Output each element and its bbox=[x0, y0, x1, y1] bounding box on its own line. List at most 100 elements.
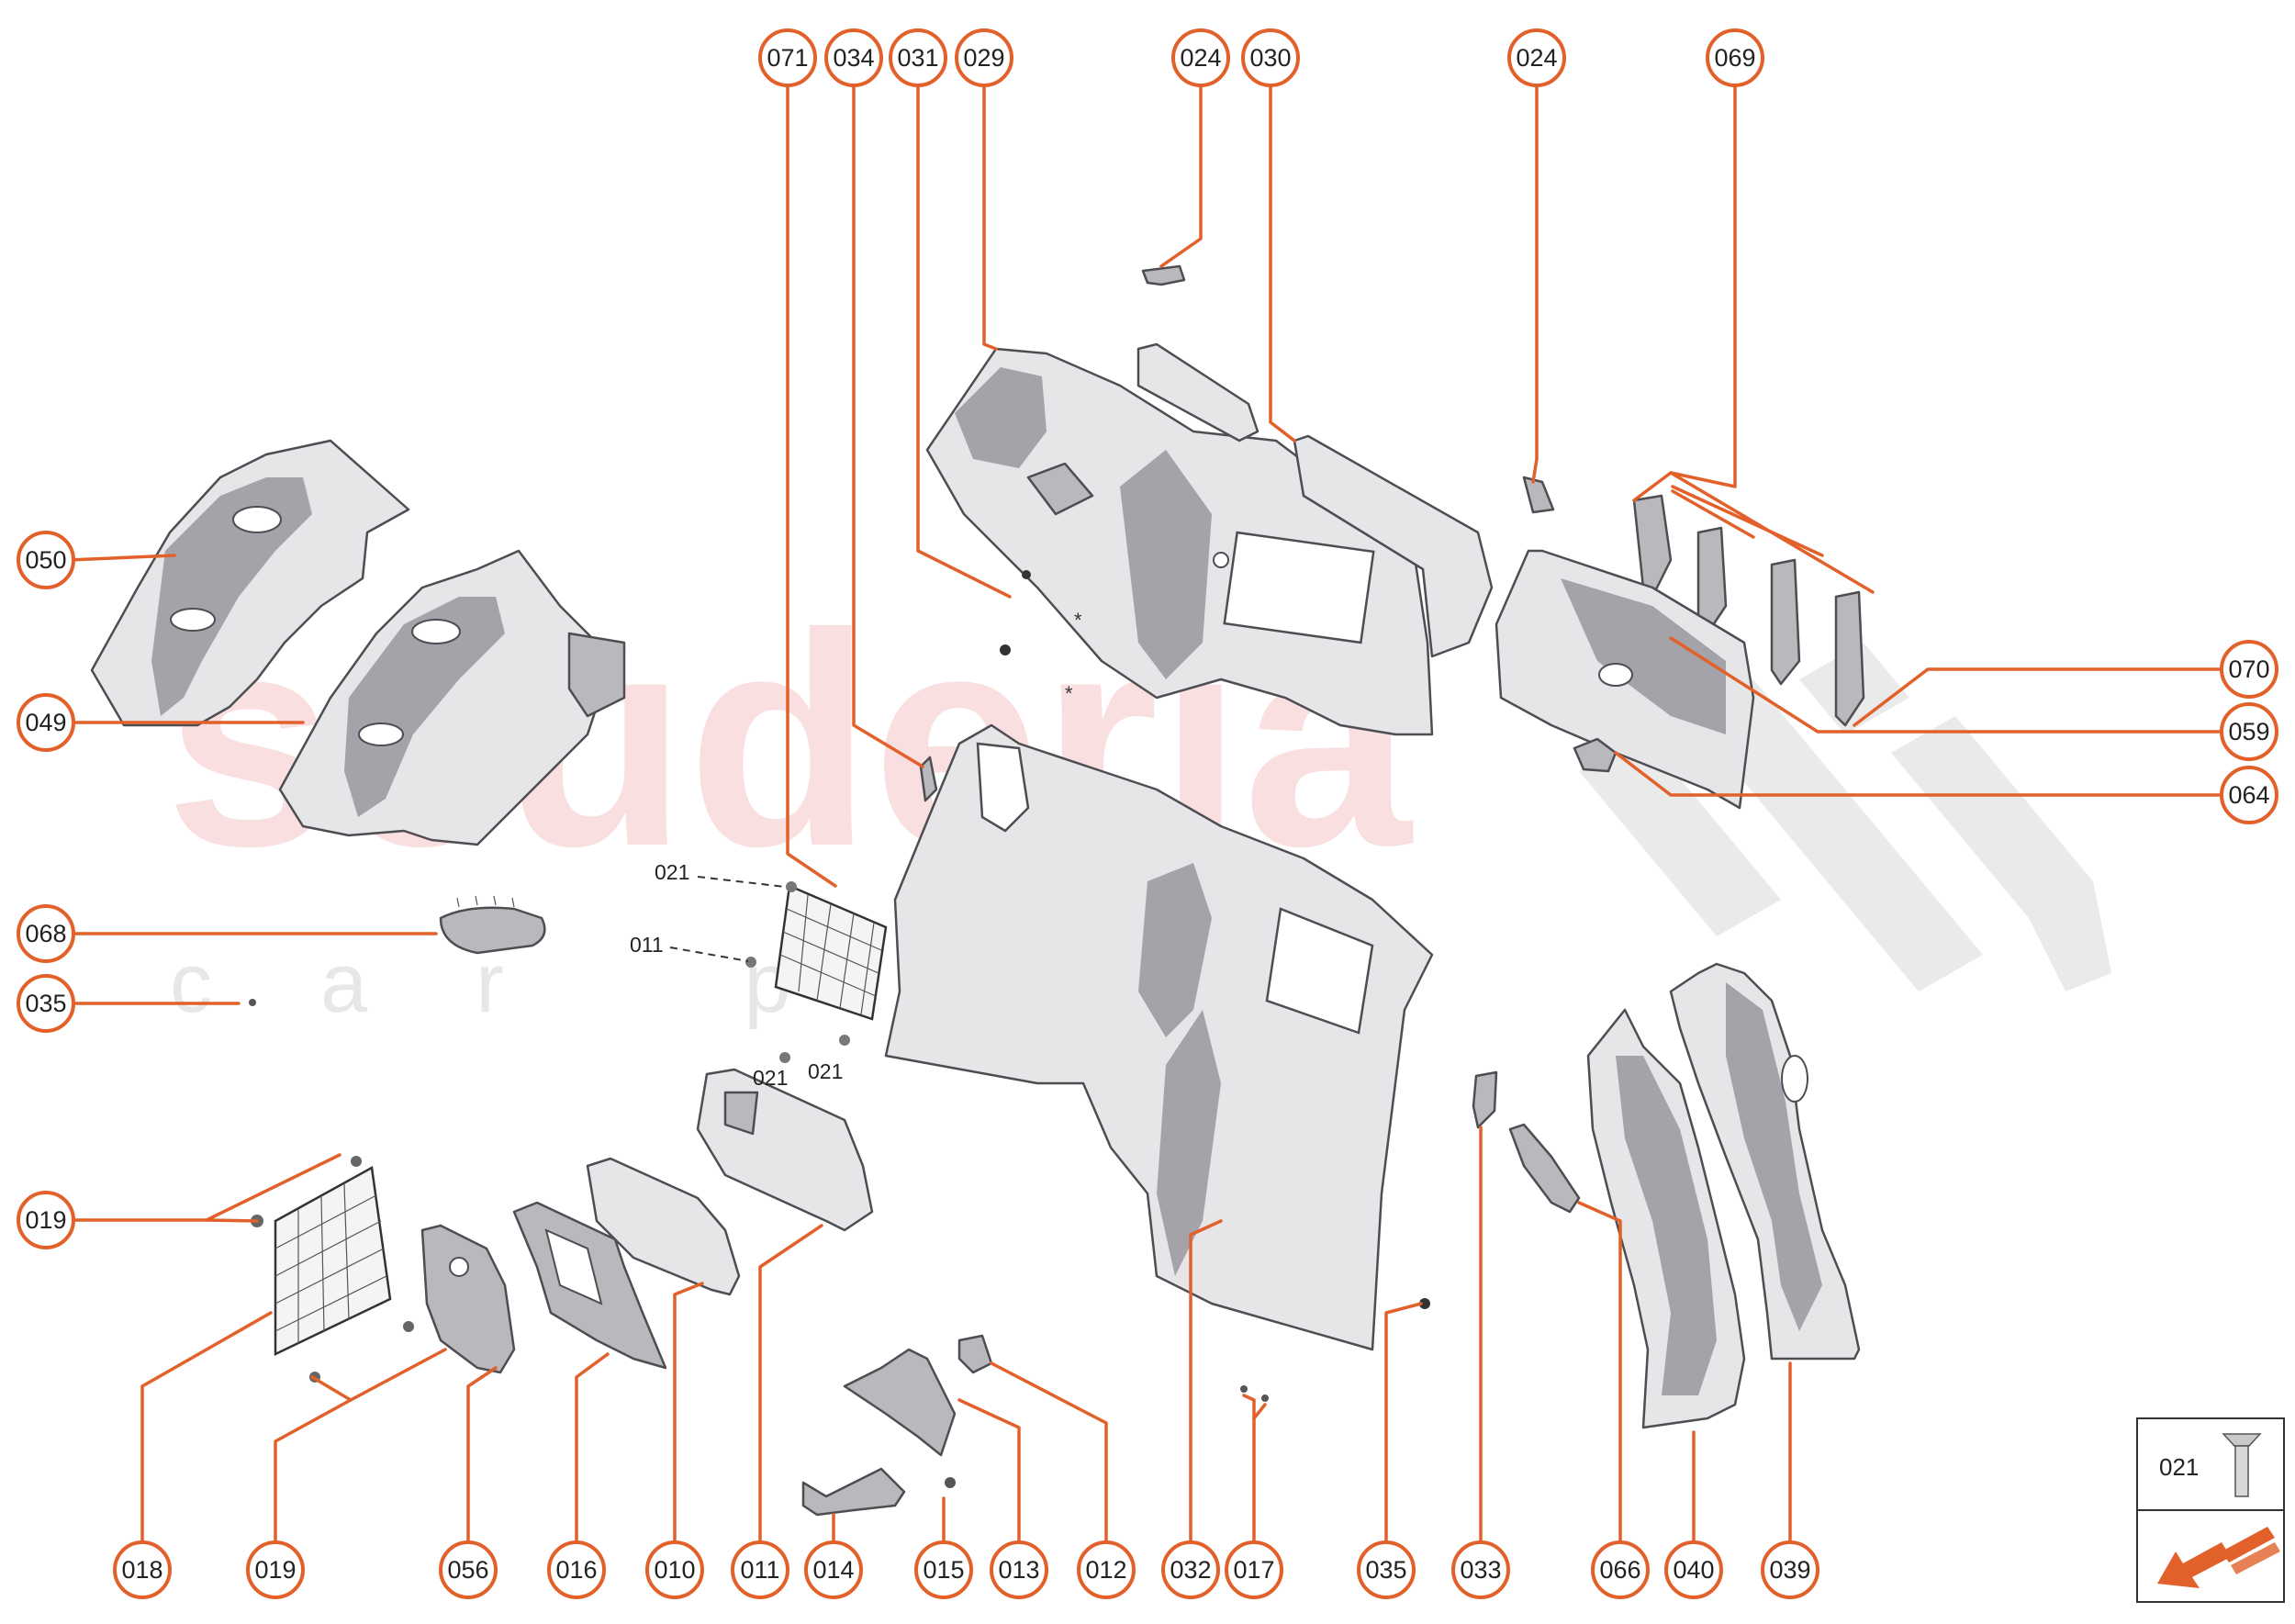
callout-024-b: 024 bbox=[1507, 28, 1566, 87]
part-069-hinge-bracket bbox=[1632, 494, 1865, 727]
checkered-flag-watermark bbox=[1579, 643, 2111, 991]
svg-text:016: 016 bbox=[555, 1556, 597, 1584]
part-029-rear-panel bbox=[925, 347, 1434, 736]
inline-label-011: 011 bbox=[630, 933, 664, 957]
callout-039: 039 bbox=[1761, 1540, 1819, 1599]
part-013-bracket bbox=[843, 1348, 957, 1457]
part-039-side-trim bbox=[1669, 962, 1861, 1361]
leader-lines bbox=[67, 72, 2223, 1572]
svg-text:030: 030 bbox=[1249, 44, 1291, 72]
svg-text:018: 018 bbox=[121, 1556, 162, 1584]
callout-030: 030 bbox=[1241, 28, 1300, 87]
callout-013: 013 bbox=[990, 1540, 1048, 1599]
part-024-clip bbox=[1141, 264, 1555, 514]
callout-035-bottom: 035 bbox=[1357, 1540, 1416, 1599]
callout-049: 049 bbox=[17, 693, 75, 752]
part-019-grommet bbox=[403, 1321, 414, 1332]
svg-text:071: 071 bbox=[767, 44, 808, 72]
svg-text:068: 068 bbox=[25, 920, 66, 947]
part-056-bracket bbox=[420, 1224, 516, 1374]
part-033-bracket bbox=[1472, 1070, 1498, 1129]
part-014-bracket bbox=[801, 1467, 906, 1517]
callout-034: 034 bbox=[824, 28, 883, 87]
callout-035-left: 035 bbox=[17, 974, 75, 1033]
inline-label-021-upper: 021 bbox=[655, 860, 689, 884]
dash-leader bbox=[669, 946, 749, 962]
svg-text:034: 034 bbox=[833, 44, 874, 72]
callout-014: 014 bbox=[804, 1540, 863, 1599]
svg-text:059: 059 bbox=[2228, 718, 2269, 745]
callout-018: 018 bbox=[113, 1540, 172, 1599]
svg-text:010: 010 bbox=[654, 1556, 695, 1584]
inline-label-021-left: 021 bbox=[753, 1066, 788, 1090]
callout-070: 070 bbox=[2220, 640, 2278, 699]
part-066-grille bbox=[1508, 1123, 1581, 1214]
part-035-fastener bbox=[1419, 1298, 1430, 1309]
part-net-upper bbox=[745, 881, 888, 1063]
callout-015: 015 bbox=[914, 1540, 973, 1599]
direction-arrow-icon bbox=[2157, 1527, 2280, 1588]
svg-text:019: 019 bbox=[25, 1206, 66, 1234]
svg-text:011: 011 bbox=[740, 1556, 779, 1584]
svg-text:013: 013 bbox=[998, 1556, 1039, 1584]
callout-019-bottom: 019 bbox=[246, 1540, 305, 1599]
callout-056: 056 bbox=[439, 1540, 498, 1599]
callout-050: 050 bbox=[17, 531, 75, 589]
svg-text:017: 017 bbox=[1233, 1556, 1274, 1584]
svg-text:029: 029 bbox=[963, 44, 1004, 72]
svg-text:019: 019 bbox=[254, 1556, 296, 1584]
callout-033: 033 bbox=[1451, 1540, 1510, 1599]
part-011-cushion bbox=[696, 1068, 874, 1232]
part-030-trim-strip bbox=[1136, 342, 1494, 658]
legend-box: 021 bbox=[2136, 1417, 2285, 1603]
part-016-bracket-frame bbox=[512, 1201, 667, 1370]
svg-text:*: * bbox=[1074, 609, 1082, 632]
callout-071: 071 bbox=[758, 28, 817, 87]
callouts: 071 034 031 029 024 030 024 069 050 049 … bbox=[17, 28, 2278, 1599]
callout-064: 064 bbox=[2220, 766, 2278, 824]
svg-text:015: 015 bbox=[923, 1556, 964, 1584]
callout-068: 068 bbox=[17, 904, 75, 963]
part-019-grommet bbox=[351, 1156, 362, 1167]
svg-text:032: 032 bbox=[1170, 1556, 1211, 1584]
part-064-latch bbox=[1573, 737, 1618, 773]
svg-text:066: 066 bbox=[1599, 1556, 1640, 1584]
svg-text:056: 056 bbox=[447, 1556, 488, 1584]
svg-text:035: 035 bbox=[1365, 1556, 1406, 1584]
callout-017: 017 bbox=[1225, 1540, 1283, 1599]
callout-066: 066 bbox=[1591, 1540, 1650, 1599]
svg-text:039: 039 bbox=[1769, 1556, 1810, 1584]
part-012-clip bbox=[957, 1334, 993, 1374]
callout-032: 032 bbox=[1161, 1540, 1220, 1599]
part-040-side-trim bbox=[1586, 1008, 1746, 1429]
part-017-fastener bbox=[1240, 1385, 1248, 1393]
callout-029: 029 bbox=[955, 28, 1013, 87]
part-050-trim-panel bbox=[90, 439, 410, 727]
svg-text:031: 031 bbox=[897, 44, 938, 72]
part-035-fastener bbox=[249, 999, 256, 1006]
part-018-cargo-net bbox=[274, 1166, 392, 1356]
callout-031: 031 bbox=[889, 28, 947, 87]
callout-011: 011 bbox=[731, 1540, 789, 1599]
part-031-screw: * * bbox=[1000, 570, 1082, 705]
svg-text:050: 050 bbox=[25, 546, 66, 574]
svg-text:070: 070 bbox=[2228, 655, 2269, 683]
svg-text:064: 064 bbox=[2228, 781, 2269, 809]
callout-012: 012 bbox=[1077, 1540, 1136, 1599]
svg-text:*: * bbox=[1065, 682, 1073, 705]
callout-040: 040 bbox=[1664, 1540, 1723, 1599]
svg-text:040: 040 bbox=[1673, 1556, 1714, 1584]
dash-leader bbox=[697, 876, 786, 888]
callout-059: 059 bbox=[2220, 702, 2278, 761]
legend-part-number: 021 bbox=[2159, 1453, 2199, 1481]
part-017-fastener bbox=[1261, 1394, 1269, 1402]
callout-024-a: 024 bbox=[1171, 28, 1230, 87]
part-049-trim-panel bbox=[278, 549, 626, 846]
svg-text:049: 049 bbox=[25, 709, 66, 736]
part-059-cover-panel bbox=[1495, 549, 1755, 810]
part-068-vent-grille bbox=[439, 895, 546, 955]
part-032-floor-panel bbox=[884, 723, 1434, 1351]
svg-text:014: 014 bbox=[812, 1556, 854, 1584]
svg-text:024: 024 bbox=[1180, 44, 1221, 72]
